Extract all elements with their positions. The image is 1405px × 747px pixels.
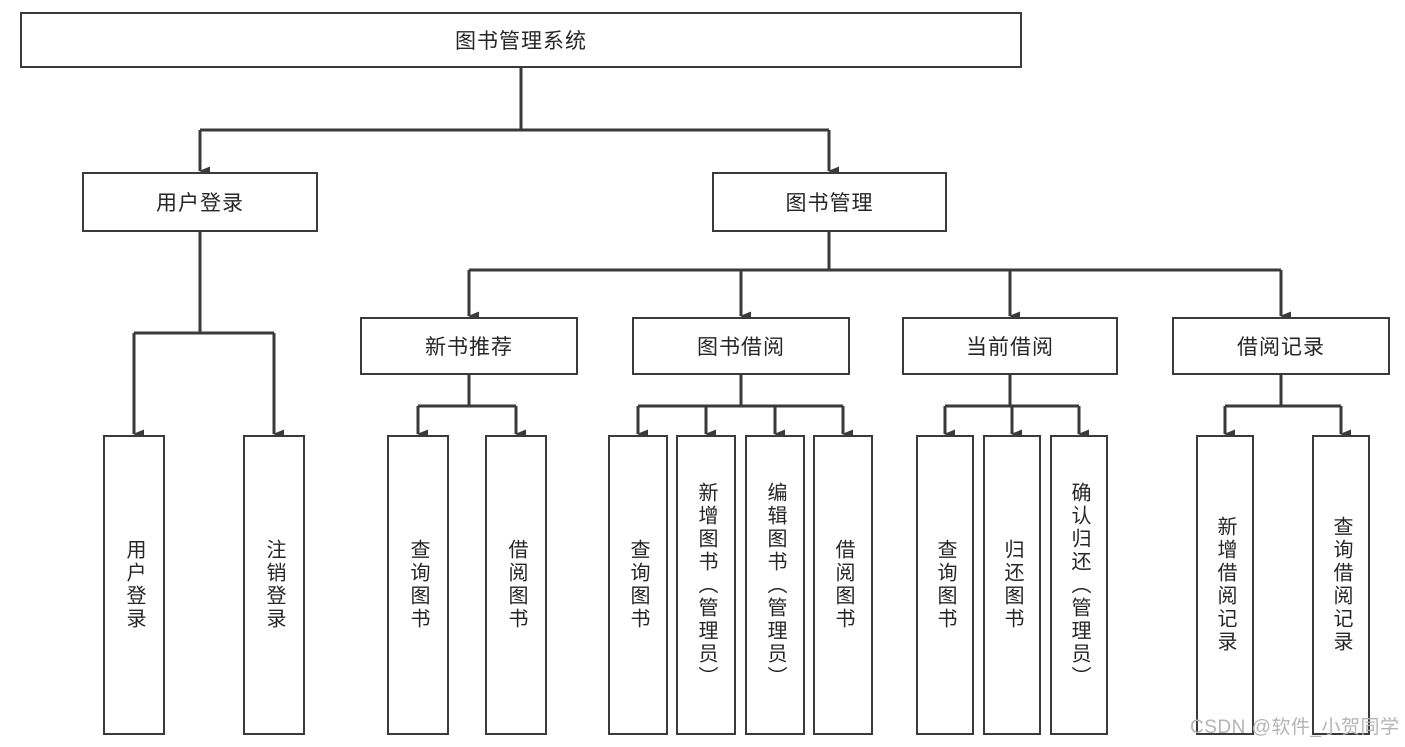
node-leaf-add-book[interactable]: 新增图书（管理员） bbox=[676, 435, 736, 735]
node-leaf-query-record[interactable]: 查询借阅记录 bbox=[1312, 435, 1370, 735]
node-leaf-add-record[interactable]: 新增借阅记录 bbox=[1196, 435, 1254, 735]
node-label: 查询图书 bbox=[934, 539, 956, 631]
node-label: 编辑图书（管理员） bbox=[764, 481, 786, 689]
node-label: 图书借阅 bbox=[697, 336, 785, 359]
node-label: 确认归还（管理员） bbox=[1068, 481, 1090, 689]
node-leaf-borrow-book-1[interactable]: 借阅图书 bbox=[485, 435, 547, 735]
node-label: 查询借阅记录 bbox=[1330, 516, 1352, 654]
node-root[interactable]: 图书管理系统 bbox=[20, 12, 1022, 68]
node-book-manage[interactable]: 图书管理 bbox=[712, 172, 947, 232]
node-label: 查询图书 bbox=[627, 539, 649, 631]
node-leaf-edit-book[interactable]: 编辑图书（管理员） bbox=[745, 435, 805, 735]
node-leaf-return-book[interactable]: 归还图书 bbox=[983, 435, 1041, 735]
node-label: 注销登录 bbox=[263, 539, 285, 631]
node-new-book-rec[interactable]: 新书推荐 bbox=[360, 317, 578, 375]
node-leaf-query-book-2[interactable]: 查询图书 bbox=[608, 435, 668, 735]
node-label: 新增图书（管理员） bbox=[695, 481, 717, 689]
node-label: 借阅记录 bbox=[1237, 336, 1325, 359]
node-label: 借阅图书 bbox=[505, 539, 527, 631]
node-leaf-logout[interactable]: 注销登录 bbox=[243, 435, 305, 735]
node-label: 用户登录 bbox=[123, 539, 145, 631]
node-borrow-record[interactable]: 借阅记录 bbox=[1172, 317, 1390, 375]
node-user-login[interactable]: 用户登录 bbox=[82, 172, 318, 232]
node-label: 归还图书 bbox=[1001, 539, 1023, 631]
node-label: 用户登录 bbox=[156, 192, 244, 215]
node-leaf-query-book-3[interactable]: 查询图书 bbox=[916, 435, 974, 735]
node-label: 借阅图书 bbox=[832, 539, 854, 631]
node-current-borrow[interactable]: 当前借阅 bbox=[902, 317, 1118, 375]
node-leaf-confirm-return[interactable]: 确认归还（管理员） bbox=[1050, 435, 1108, 735]
node-label: 当前借阅 bbox=[966, 336, 1054, 359]
node-label: 图书管理 bbox=[785, 192, 874, 215]
node-leaf-user-login[interactable]: 用户登录 bbox=[103, 435, 165, 735]
node-label: 新书推荐 bbox=[425, 336, 513, 359]
node-label: 查询图书 bbox=[407, 539, 429, 631]
node-leaf-borrow-book-2[interactable]: 借阅图书 bbox=[813, 435, 873, 735]
node-book-borrow[interactable]: 图书借阅 bbox=[632, 317, 850, 375]
node-label: 新增借阅记录 bbox=[1214, 516, 1236, 654]
node-leaf-query-book-1[interactable]: 查询图书 bbox=[387, 435, 449, 735]
node-label: 图书管理系统 bbox=[455, 30, 587, 53]
csdn-watermark: CSDN @软件_小贺同学 bbox=[1190, 717, 1400, 738]
